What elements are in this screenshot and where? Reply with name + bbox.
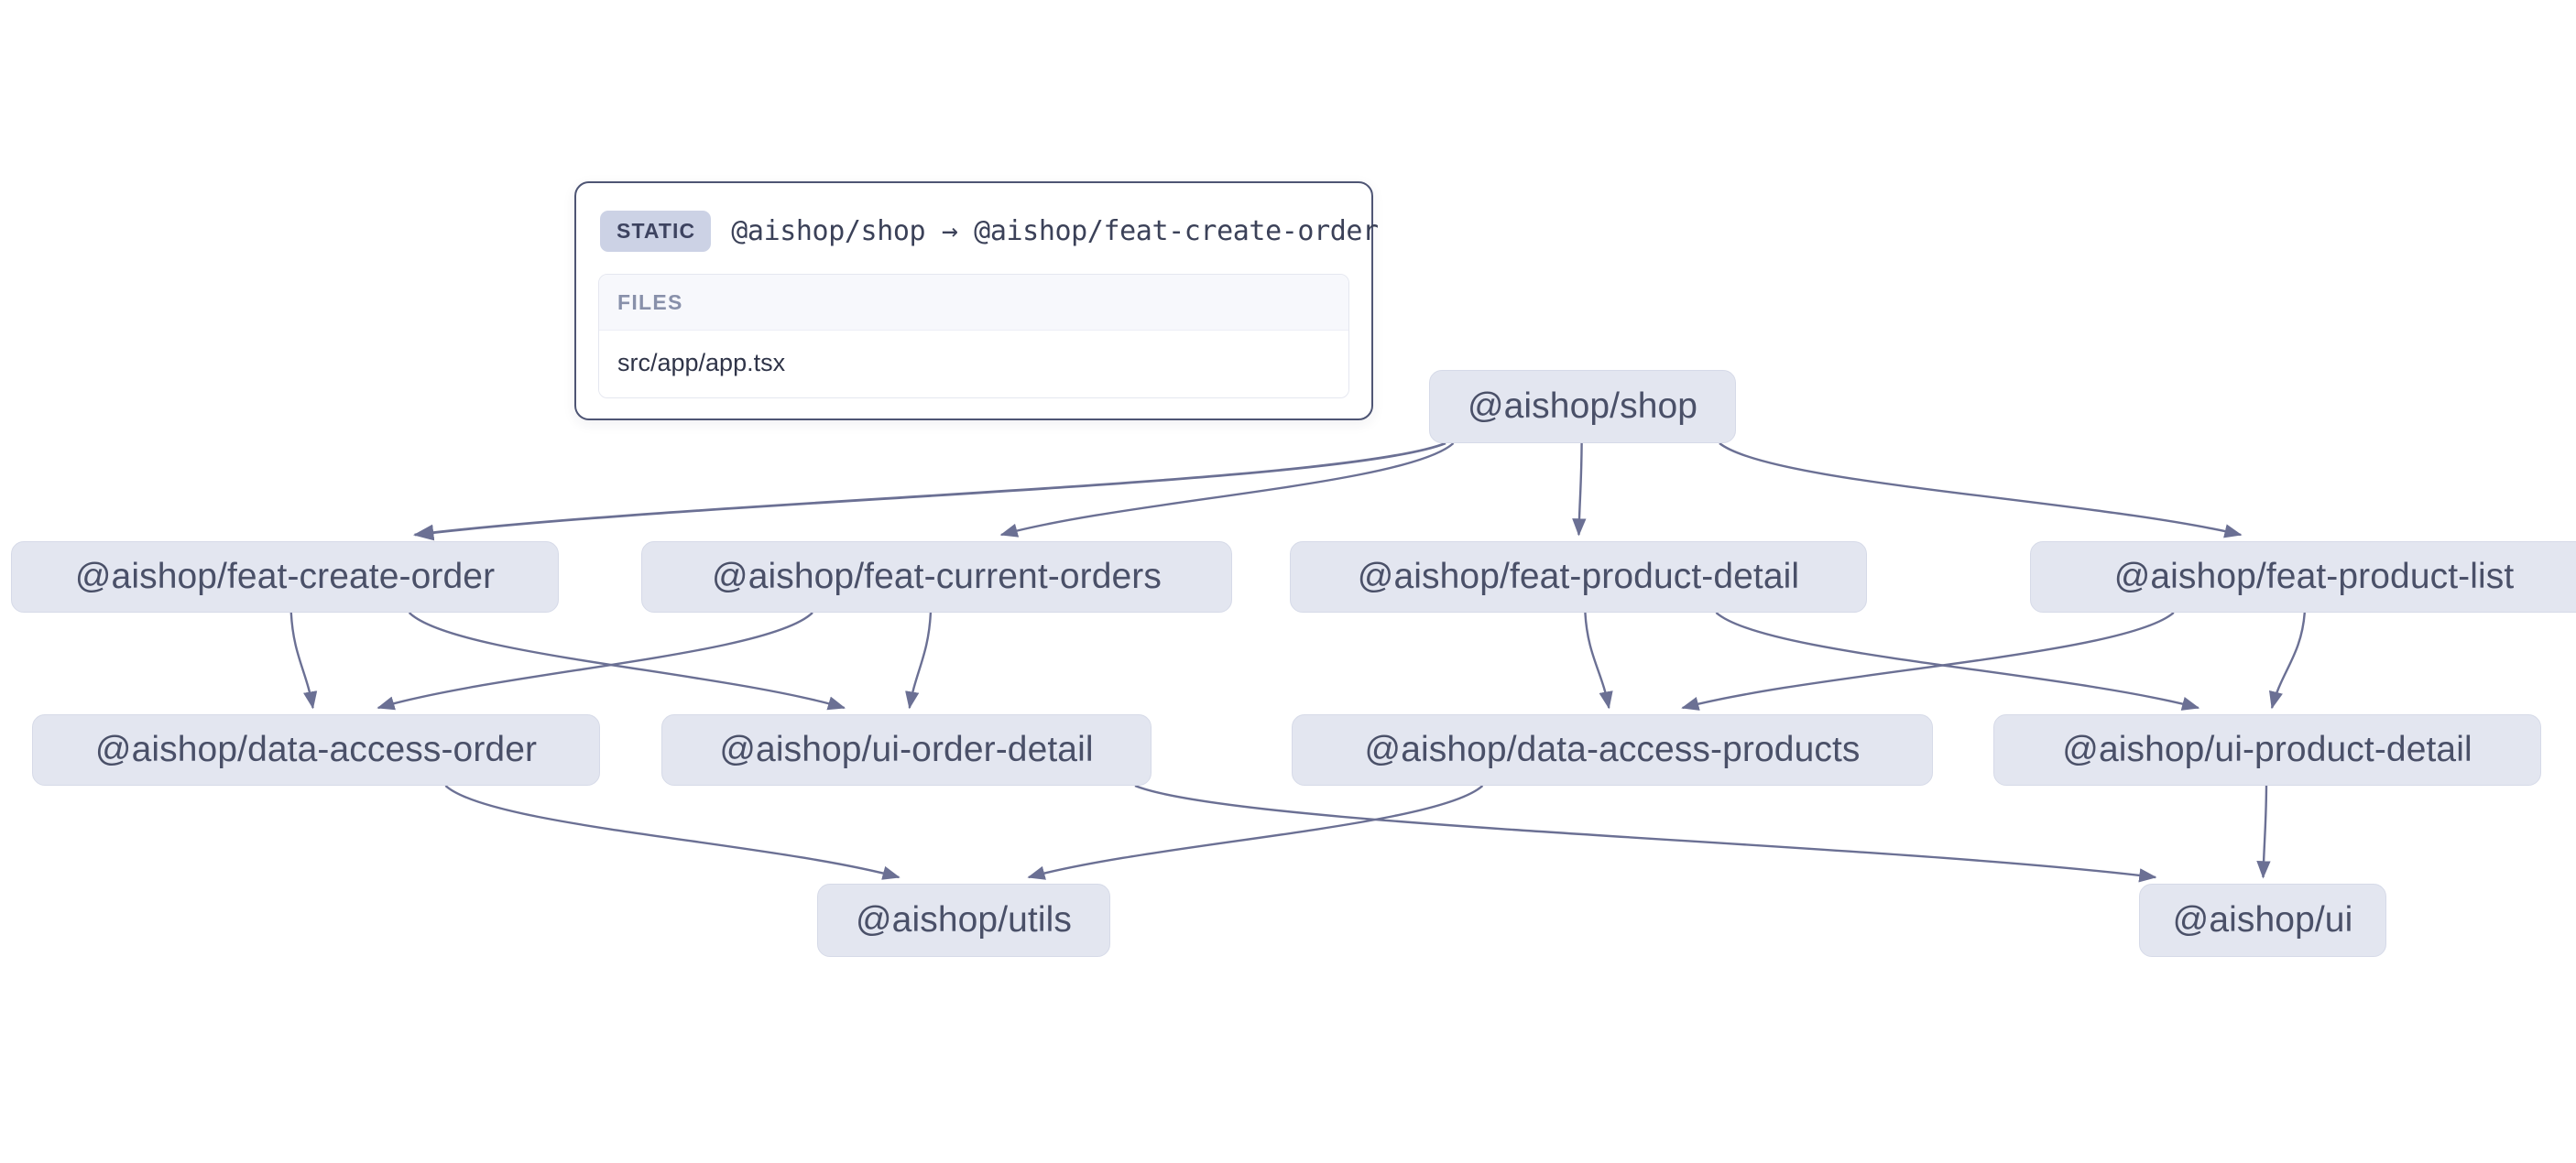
edge-detail-card[interactable]: STATIC @aishop/shop → @aishop/feat-creat… xyxy=(574,181,1379,420)
graph-edge-data-access-products-to-utils[interactable] xyxy=(1027,785,1484,880)
file-row[interactable]: src/app/app.tsx xyxy=(599,331,1348,397)
graph-edge-shop-to-feat-create-order[interactable] xyxy=(412,441,1446,541)
graph-node-data-access-order[interactable]: @aishop/data-access-order xyxy=(32,714,600,786)
graph-node-ui-product-detail[interactable]: @aishop/ui-product-detail xyxy=(1993,714,2541,786)
graph-node-ui-order-detail[interactable]: @aishop/ui-order-detail xyxy=(661,714,1152,786)
status-badge: STATIC xyxy=(600,211,712,252)
graph-edge-feat-create-order-to-data-access-order[interactable] xyxy=(289,612,318,710)
graph-edge-data-access-order-to-utils[interactable] xyxy=(444,785,901,880)
graph-node-label: @aishop/shop xyxy=(1467,386,1698,426)
files-list: src/app/app.tsx xyxy=(599,331,1348,397)
graph-node-label: @aishop/ui xyxy=(2172,900,2353,940)
graph-edge-shop-to-feat-product-list[interactable] xyxy=(1719,442,2243,538)
graph-edge-feat-product-list-to-ui-product-detail[interactable] xyxy=(2269,612,2306,710)
graph-node-label: @aishop/feat-product-list xyxy=(2113,557,2515,596)
graph-edge-feat-product-detail-to-ui-product-detail[interactable] xyxy=(1715,612,2200,711)
detail-card-header: STATIC @aishop/shop → @aishop/feat-creat… xyxy=(598,205,1379,261)
graph-edge-feat-product-list-to-data-access-products[interactable] xyxy=(1681,612,2175,711)
graph-edge-ui-order-detail-to-ui[interactable] xyxy=(1134,784,2157,883)
graph-node-feat-current-orders[interactable]: @aishop/feat-current-orders xyxy=(641,541,1232,613)
graph-node-shop[interactable]: @aishop/shop xyxy=(1429,370,1736,443)
graph-node-data-access-products[interactable]: @aishop/data-access-products xyxy=(1292,714,1933,786)
detail-card-title: @aishop/shop → @aishop/feat-create-order xyxy=(731,215,1379,247)
graph-node-feat-product-detail[interactable]: @aishop/feat-product-detail xyxy=(1290,541,1867,613)
graph-node-ui[interactable]: @aishop/ui xyxy=(2139,884,2386,957)
graph-node-label: @aishop/utils xyxy=(855,900,1072,940)
graph-edge-feat-create-order-to-ui-order-detail[interactable] xyxy=(408,612,846,711)
graph-node-label: @aishop/ui-order-detail xyxy=(719,730,1094,769)
graph-edge-feat-product-detail-to-data-access-products[interactable] xyxy=(1584,612,1613,710)
graph-edge-ui-product-detail-to-ui[interactable] xyxy=(2256,785,2271,879)
graph-node-utils[interactable]: @aishop/utils xyxy=(817,884,1110,957)
graph-node-label: @aishop/feat-create-order xyxy=(74,557,496,596)
graph-node-label: @aishop/data-access-order xyxy=(94,730,538,769)
graph-node-label: @aishop/feat-current-orders xyxy=(712,557,1162,596)
graph-edge-feat-current-orders-to-ui-order-detail[interactable] xyxy=(905,612,933,710)
graph-edge-feat-current-orders-to-data-access-order[interactable] xyxy=(377,612,813,711)
graph-node-label: @aishop/ui-product-detail xyxy=(2062,730,2472,769)
graph-node-feat-product-list[interactable]: @aishop/feat-product-list xyxy=(2030,541,2576,613)
graph-edge-shop-to-feat-product-detail[interactable] xyxy=(1572,442,1587,537)
graph-node-feat-create-order[interactable]: @aishop/feat-create-order xyxy=(11,541,559,613)
files-panel-header: FILES xyxy=(599,275,1348,331)
graph-edge-shop-to-feat-current-orders[interactable] xyxy=(999,442,1455,538)
files-panel: FILES src/app/app.tsx xyxy=(598,274,1349,398)
graph-node-label: @aishop/data-access-products xyxy=(1364,730,1861,769)
graph-node-label: @aishop/feat-product-detail xyxy=(1357,557,1800,596)
